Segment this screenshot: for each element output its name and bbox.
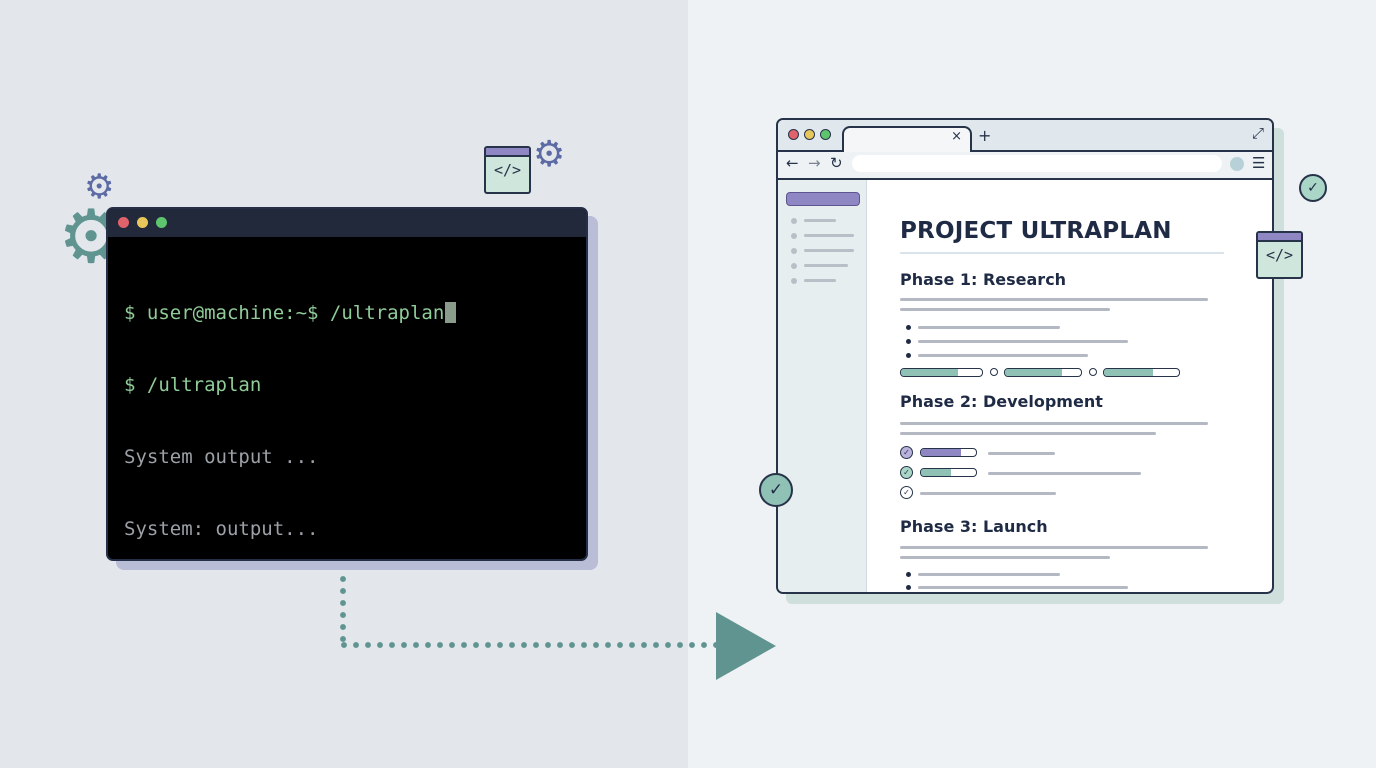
list-item [918, 586, 1128, 589]
browser-navbar: ← → ↻ ☰ [778, 152, 1272, 180]
terminal-input-line[interactable]: $ user@machine:~$ /ultraplan [124, 301, 457, 325]
check-icon: ✓ [900, 466, 913, 479]
bullet [906, 353, 911, 358]
sidebar-item[interactable] [804, 264, 848, 267]
list-item [918, 340, 1128, 343]
terminal-minimize-button[interactable] [137, 217, 148, 228]
progress-dot [1089, 368, 1097, 376]
progress-dot [990, 368, 998, 376]
bullet [906, 572, 911, 577]
bullet [906, 325, 911, 330]
list-item [918, 354, 1088, 357]
list-item [918, 573, 1060, 576]
code-tag-icon: </> [1265, 246, 1294, 264]
new-tab-icon[interactable]: + [978, 126, 992, 145]
text-line [900, 546, 1208, 549]
sidebar-active-item[interactable] [786, 192, 860, 206]
check-circle-icon-small: ✓ [1299, 174, 1327, 202]
progress-bar [1103, 368, 1180, 377]
back-icon[interactable]: ← [786, 154, 799, 172]
title-divider [900, 252, 1224, 254]
sidebar-item[interactable] [804, 234, 854, 237]
browser-tabbar: × + ⤢ [778, 120, 1272, 152]
text-line [900, 298, 1208, 301]
terminal-cursor [445, 302, 457, 323]
code-window-titlebar [1258, 233, 1301, 242]
tab-close-icon[interactable]: × [951, 129, 962, 144]
sidebar-dot [791, 278, 797, 284]
code-tag-icon: </> [493, 161, 522, 179]
phase-1-heading: Phase 1: Research [900, 270, 1067, 289]
browser-tab[interactable]: × [842, 126, 972, 152]
terminal-prompt: $ user@machine:~$ [124, 302, 319, 324]
reload-icon[interactable]: ↻ [830, 154, 843, 172]
terminal-line: System: output... [124, 518, 319, 540]
text-line [900, 432, 1156, 435]
gear-icon-small: ⚙ [533, 134, 566, 175]
terminal-window[interactable]: $ user@machine:~$ /ultraplan $ /ultrapla… [106, 207, 588, 561]
sidebar-dot [791, 248, 797, 254]
address-bar[interactable] [852, 155, 1222, 172]
phase-2-heading: Phase 2: Development [900, 392, 1103, 411]
terminal-zoom-button[interactable] [156, 217, 167, 228]
document-title: PROJECT ULTRAPLAN [900, 218, 1172, 244]
bullet [906, 585, 911, 590]
list-item [918, 326, 1060, 329]
task-label [920, 492, 1056, 495]
terminal-close-button[interactable] [118, 217, 129, 228]
browser-window[interactable]: × + ⤢ ← → ↻ ☰ PROJECT ULTRAPLAN Phase 1:… [776, 118, 1274, 594]
expand-icon[interactable]: ⤢ [1251, 124, 1264, 142]
terminal-titlebar[interactable] [108, 209, 586, 237]
task-progress-bar [920, 448, 977, 457]
progress-bar [900, 368, 983, 377]
code-window-icon: </> [484, 146, 531, 194]
sidebar-dot [791, 218, 797, 224]
phase-3-heading: Phase 3: Launch [900, 517, 1048, 536]
browser-sidebar [778, 180, 867, 592]
sidebar-item[interactable] [804, 219, 836, 222]
progress-bar [1004, 368, 1082, 377]
task-label [988, 452, 1055, 455]
code-window-icon: </> [1256, 231, 1303, 279]
terminal-line: $ /ultraplan [124, 374, 262, 396]
terminal-command[interactable]: /ultraplan [318, 302, 445, 324]
sidebar-item[interactable] [804, 279, 836, 282]
task-progress-bar [920, 468, 977, 477]
gear-icon: ⚙ [84, 167, 115, 207]
check-icon: ✓ [900, 446, 913, 459]
browser-zoom-button[interactable] [820, 129, 831, 140]
text-line [900, 556, 1110, 559]
sidebar-item[interactable] [804, 249, 854, 252]
check-icon: ✓ [900, 486, 913, 499]
browser-close-button[interactable] [788, 129, 799, 140]
code-window-titlebar [486, 148, 529, 157]
document-pane: PROJECT ULTRAPLAN Phase 1: Research Phas… [866, 180, 1272, 592]
arrow-head-icon [716, 612, 776, 680]
text-line [900, 308, 1110, 311]
terminal-line: System output ... [124, 446, 319, 468]
bullet [906, 339, 911, 344]
menu-icon[interactable]: ☰ [1252, 154, 1266, 172]
terminal-output[interactable]: $ user@machine:~$ /ultraplan $ /ultrapla… [124, 253, 457, 559]
check-circle-icon: ✓ [759, 473, 793, 507]
dotted-connector-vertical [340, 573, 346, 645]
dotted-connector-horizontal [338, 642, 720, 648]
sidebar-dot [791, 263, 797, 269]
text-line [900, 422, 1208, 425]
profile-icon[interactable] [1230, 157, 1244, 171]
browser-minimize-button[interactable] [804, 129, 815, 140]
forward-icon[interactable]: → [808, 154, 821, 172]
task-label [988, 472, 1141, 475]
sidebar-dot [791, 233, 797, 239]
